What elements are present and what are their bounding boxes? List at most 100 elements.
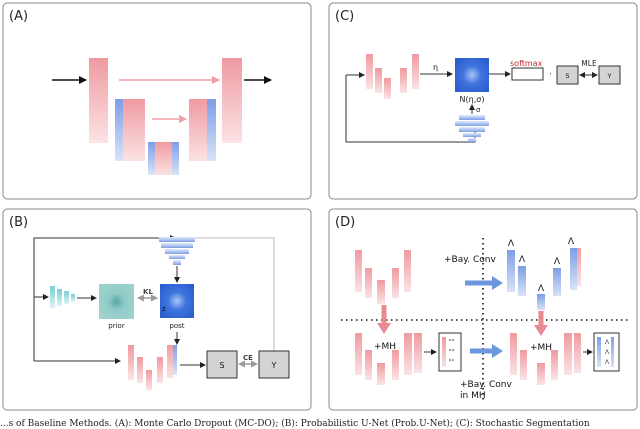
y-box-label: Y <box>607 72 612 80</box>
mle-label: MLE <box>581 59 597 68</box>
bottleneck-blue-left <box>148 142 155 175</box>
bay-conv-label: +Bay. Conv <box>444 255 496 265</box>
d-br-enc-1 <box>510 333 517 375</box>
post-label: post <box>169 322 184 330</box>
prior-enc-1 <box>50 286 55 308</box>
softmax-label: softmax <box>510 59 543 68</box>
mh-right-head-bar-2 <box>611 337 614 367</box>
sigma-enc-2 <box>455 121 489 126</box>
prior-map <box>99 284 134 319</box>
sigma-enc-4 <box>463 133 481 137</box>
z-label: z <box>162 305 166 313</box>
hat-3: Λ <box>538 284 545 294</box>
b-unet-dec-2 <box>157 357 163 383</box>
prior-label: prior <box>108 322 125 330</box>
d-tr-dec-2 <box>553 268 561 296</box>
d-bl-dec-1 <box>404 333 412 375</box>
d-tr-enc-1 <box>507 250 515 292</box>
unet-dec-1 <box>412 54 419 89</box>
decoder-block-2-blue <box>207 99 216 161</box>
eta-label: η <box>433 63 438 72</box>
post-enc-1 <box>159 237 195 242</box>
prior-enc-3 <box>64 291 69 304</box>
mh-right-hat-2: Λ <box>605 349 610 356</box>
y-box <box>598 65 621 85</box>
d-br-enc-2 <box>520 350 527 380</box>
hat-4: Λ <box>554 257 561 267</box>
normal-distribution-map <box>455 58 489 92</box>
b-unet-dec-1 <box>167 345 173 378</box>
d-tr-bottom <box>537 294 545 310</box>
d-br-bottom <box>537 363 545 385</box>
d-tl-enc-2 <box>365 268 372 298</box>
panel-c: (C) η N(η,σ) σ softmax · S MLE <box>328 2 638 200</box>
b-unet-enc-2 <box>137 357 143 383</box>
d-bl-dec-2 <box>392 350 399 380</box>
d-br-head <box>574 333 581 373</box>
hat-5: Λ <box>568 237 575 247</box>
mh-right-label: +MH <box>530 343 552 353</box>
bay-conv-mh-arrow-head <box>492 344 503 358</box>
sigma-enc-5 <box>468 138 476 142</box>
d-tl-enc-1 <box>355 250 362 292</box>
encoder-block-2 <box>123 99 145 161</box>
b-s-box <box>206 350 238 379</box>
unet-dec-2 <box>400 68 407 93</box>
d-bl-enc-1 <box>355 333 362 375</box>
b-y-box <box>258 350 290 379</box>
unet-bottom <box>384 78 391 99</box>
mh-left-label: +MH <box>374 342 396 352</box>
decoder-block-2 <box>189 99 207 161</box>
mh-right-hat-3: Λ <box>605 359 610 366</box>
d-br-dec-1 <box>564 333 572 375</box>
sigma-enc-3 <box>459 127 485 132</box>
down-arrow-left-head <box>377 323 391 334</box>
hat-2: Λ <box>519 255 526 265</box>
bay-conv-mh-label-2: in MH <box>460 391 486 401</box>
unet-enc-2 <box>375 68 382 93</box>
b-unet-enc-1 <box>128 345 134 380</box>
b-s-box-label: S <box>219 361 224 370</box>
figure-caption: ...s of Baseline Methods. (A): Monte Car… <box>0 419 590 429</box>
b-unet-bottom <box>146 370 152 390</box>
dot-label: · <box>549 70 552 80</box>
d-tl-dec-2 <box>392 268 399 298</box>
ce-label: CE <box>243 354 253 362</box>
kl-label: KL <box>143 288 153 296</box>
decoder-block-1 <box>222 58 242 143</box>
encoder-block-1 <box>89 58 108 143</box>
prior-enc-4 <box>71 294 75 302</box>
sigma-enc-1 <box>459 115 485 120</box>
d-bl-enc-2 <box>365 350 372 380</box>
d-bl-head <box>414 333 422 373</box>
post-enc-2 <box>161 243 193 248</box>
panel-c-label: (C) <box>335 9 354 24</box>
bay-conv-arrow-head <box>492 276 503 290</box>
mh-right-head-bar-1 <box>597 337 601 367</box>
panel-a: (A) <box>2 2 312 200</box>
mh-left-head-bar-1 <box>442 337 446 367</box>
encoder-block-2-blue <box>115 99 123 161</box>
b-unet-dec-1-blue <box>173 345 177 375</box>
down-arrow-right-head <box>534 325 548 336</box>
d-tr-dec-1-pink <box>577 248 581 286</box>
d-tl-dec-1 <box>404 250 411 292</box>
label-feedback-line <box>193 237 275 351</box>
panel-b: (B) prior KL z post <box>2 208 312 411</box>
panel-d-label: (D) <box>335 215 355 230</box>
softmax-box <box>511 67 544 81</box>
d-tr-dec-1 <box>570 248 577 290</box>
post-enc-3 <box>165 249 189 254</box>
panel-b-label: (B) <box>9 215 28 230</box>
panel-d: (D) Λ Λ Λ Λ Λ +Bay. Conv <box>328 208 638 411</box>
hat-1: Λ <box>508 239 515 249</box>
bottleneck-blue-right <box>172 142 179 175</box>
prior-enc-2 <box>57 289 62 306</box>
d-bl-bottom <box>377 363 385 385</box>
s-box <box>556 65 579 85</box>
post-enc-5 <box>173 260 181 265</box>
s-box-label: S <box>565 72 569 80</box>
post-enc-4 <box>169 255 185 259</box>
input-to-posterior-line <box>33 237 177 361</box>
